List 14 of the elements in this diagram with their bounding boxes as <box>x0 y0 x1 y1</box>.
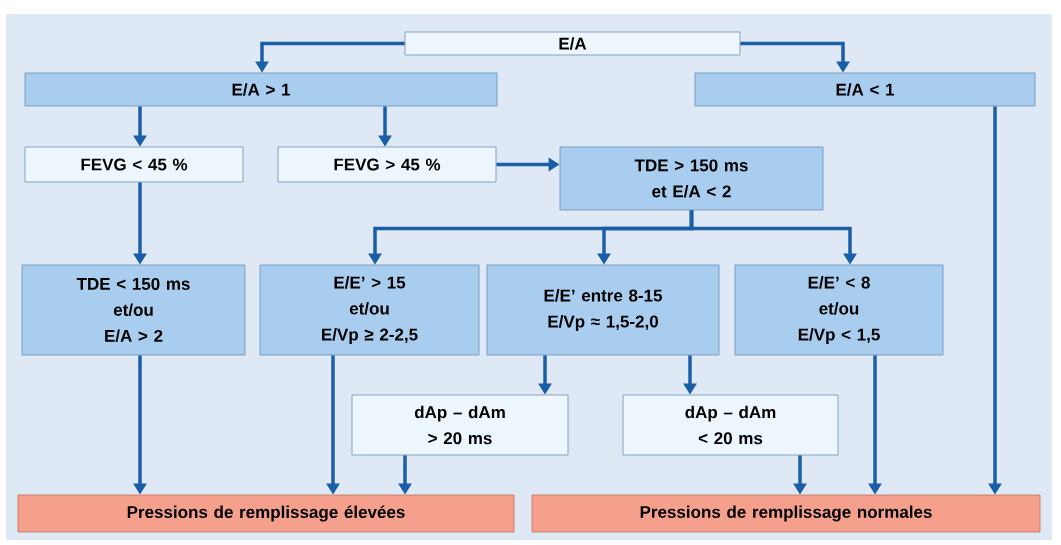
condition-box: E/E’ < 8 et/ou E/Vp < 1,5 <box>734 264 944 356</box>
condition-box: dAp – dAm < 20 ms <box>622 394 839 456</box>
condition-box: TDE > 150 ms et E/A < 2 <box>559 146 824 211</box>
condition-box: FEVG < 45 % <box>24 146 244 183</box>
condition-box: dAp – dAm > 20 ms <box>351 394 569 456</box>
condition-box: E/E’ entre 8-15 E/Vp ≈ 1,5-2,0 <box>486 264 720 356</box>
result-box: Pressions de remplissage normales <box>531 494 1041 533</box>
condition-box: E/A <box>404 31 741 56</box>
condition-box: E/A < 1 <box>694 72 1036 107</box>
result-box: Pressions de remplissage élevées <box>17 494 515 533</box>
condition-box: E/A > 1 <box>24 72 498 107</box>
condition-box: FEVG > 45 % <box>277 146 497 183</box>
condition-box: E/E’ > 15 et/ou E/Vp ≥ 2-2,5 <box>259 264 480 356</box>
condition-box: TDE < 150 ms et/ou E/A > 2 <box>21 264 246 356</box>
